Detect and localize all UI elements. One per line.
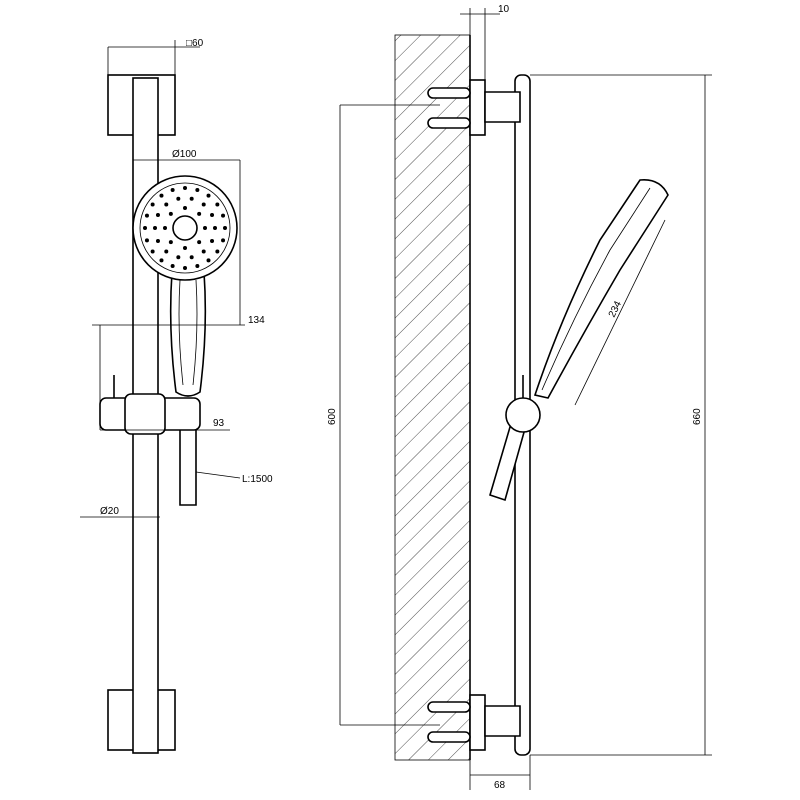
nozzle-dot <box>203 226 207 230</box>
nozzle-dot <box>189 255 194 260</box>
side-view: 10 600 660 68 234 <box>327 4 712 791</box>
nozzle-dot <box>168 211 173 216</box>
nozzle-dot <box>143 226 147 230</box>
nozzle-dot <box>201 249 206 254</box>
total-height-label: 660 <box>692 408 703 425</box>
nozzle-dot <box>144 238 149 243</box>
nozzle-dot <box>176 196 181 201</box>
nozzle-dot <box>215 202 220 207</box>
nozzle-dot <box>164 249 169 254</box>
handle <box>169 271 207 397</box>
nozzle-dot <box>221 238 226 243</box>
nozzle-dot <box>144 213 149 218</box>
nozzle-dot <box>206 193 211 198</box>
nozzle-dot <box>159 193 164 198</box>
nozzle-dot <box>150 249 155 254</box>
nozzle-dot <box>213 226 217 230</box>
nozzle-dot <box>221 213 226 218</box>
nozzle-dot <box>176 255 181 260</box>
nozzle-dot <box>189 196 194 201</box>
wall-offset-label: 10 <box>498 4 510 15</box>
side-handshower <box>533 178 669 399</box>
nozzle-dot <box>201 202 206 207</box>
slider-depth-label: 93 <box>213 418 225 429</box>
head-diameter-label: Ø100 <box>172 149 197 160</box>
nozzle-dot <box>210 239 215 244</box>
nozzle-dot <box>183 206 187 210</box>
hose <box>179 419 197 506</box>
nozzle-dot <box>183 246 187 250</box>
nozzle-dot <box>195 187 200 192</box>
nozzle-dot <box>183 186 187 190</box>
nozzle-dot <box>170 187 175 192</box>
hose-length-label: L:1500 <box>242 474 273 485</box>
head-height-label: 134 <box>248 315 265 326</box>
nozzle-dot <box>153 226 157 230</box>
nozzle-dot <box>215 249 220 254</box>
slider-knob <box>505 397 541 433</box>
nozzle-dot <box>150 202 155 207</box>
nozzle-dot <box>223 226 227 230</box>
bracket-spacing-label: 600 <box>327 408 338 425</box>
nozzle-dot <box>183 266 187 270</box>
nozzle-dot <box>206 258 211 263</box>
wall-section <box>394 34 471 761</box>
nozzle-dot <box>197 211 202 216</box>
nozzle-dot <box>155 239 160 244</box>
nozzle-dot <box>164 202 169 207</box>
nozzle-dot <box>210 212 215 217</box>
nozzle-dot <box>159 258 164 263</box>
nozzle-dot <box>197 240 202 245</box>
shower-head <box>132 175 238 281</box>
nozzle-dot <box>170 264 175 269</box>
bracket-size-label: □60 <box>186 38 204 49</box>
rail-diameter-label: Ø20 <box>100 506 119 517</box>
nozzle-dot <box>168 240 173 245</box>
nozzle-dot <box>163 226 167 230</box>
nozzles <box>143 186 227 270</box>
nozzle-dot <box>195 264 200 269</box>
handshower-length-label: 234 <box>607 299 624 319</box>
nozzle-dot <box>155 212 160 217</box>
projection-label: 68 <box>494 780 506 791</box>
front-view: □60 Ø100 134 93 L:1500 Ø20 <box>80 38 273 754</box>
